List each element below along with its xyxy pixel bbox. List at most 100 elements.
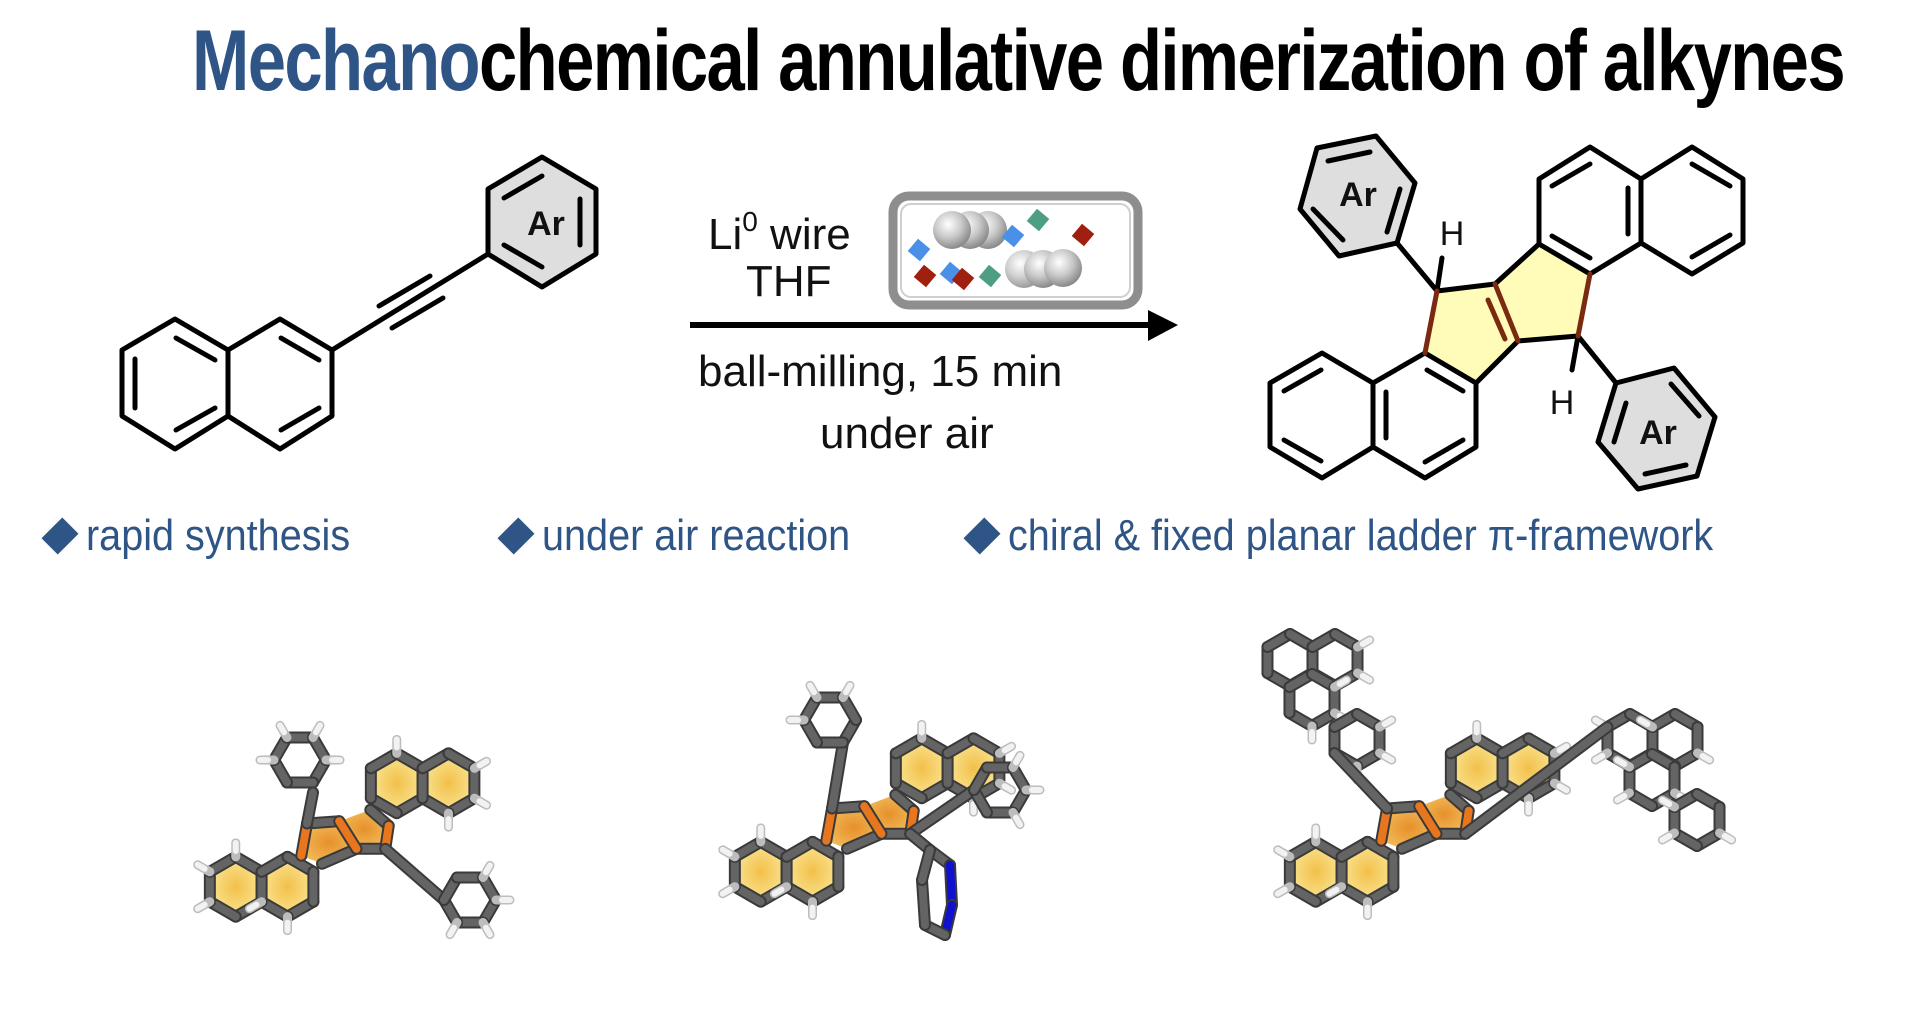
carbon-bond [1398, 829, 1441, 853]
ring-face [734, 841, 787, 902]
ring-face [370, 753, 423, 814]
hydrogen-bond [1659, 797, 1673, 807]
ch-ar-bond-top [1394, 240, 1440, 294]
feature-item: chiral & fixed planar ladder π-framework [963, 511, 1792, 561]
starting-material [119, 154, 599, 452]
condition-reagent: Li0 wire [708, 198, 851, 259]
hydrogen-bond [1001, 743, 1015, 754]
highlight-bond [860, 802, 886, 838]
hydrogen-bond [194, 861, 208, 872]
h-label-top: H [1440, 215, 1465, 253]
ar-label-start: Ar [527, 205, 565, 243]
diamond-bullet-icon [41, 517, 79, 555]
hydrogen-bond [1381, 753, 1395, 763]
highlight-bond-right [1575, 271, 1593, 339]
ring-face [261, 856, 314, 917]
hydrogen-bond [476, 758, 490, 769]
hydrogen-bond [277, 722, 287, 736]
ring-face [1450, 738, 1503, 799]
hydrogen-bond [1336, 677, 1350, 687]
condition-solvent: THF [746, 257, 832, 306]
carbon-bond [843, 829, 886, 853]
h-label-bottom: H [1550, 384, 1575, 422]
hydrogen-bond [807, 682, 817, 696]
hydrogen-bond [719, 886, 733, 897]
hydrogen-bond [1013, 752, 1023, 766]
hydrogen-bond [1556, 783, 1570, 794]
pyridyl-bond [918, 876, 929, 929]
crystal-structure-pyridyl [718, 680, 1045, 941]
alkyne-bond [329, 251, 491, 353]
crystal-structure-phenanthryl [1261, 628, 1737, 921]
product [1267, 133, 1746, 492]
hydrogen-bond [246, 901, 260, 912]
hydrogen-bond [1359, 637, 1373, 647]
pyridyl-bond [946, 861, 956, 909]
carbon-bond [1330, 749, 1392, 813]
highlight-bond-left [1422, 288, 1440, 356]
hydrogen-bond [483, 924, 493, 938]
feature-text: chiral & fixed planar ladder π-framework [1008, 511, 1714, 560]
hydrogen-bond [771, 886, 785, 897]
hydrogen-bond [447, 924, 457, 938]
hydrogen-bond [1381, 717, 1395, 727]
condition-atmosphere: under air [820, 409, 994, 458]
ring-face [895, 738, 948, 799]
hydrogen-bond [1699, 753, 1713, 763]
hydrogen-bond [1326, 886, 1340, 897]
crystal-structure-phenyl [193, 720, 515, 940]
feature-text: rapid synthesis [86, 511, 351, 560]
hydrogen-bond [1359, 673, 1373, 683]
ring-face [947, 738, 1000, 799]
hydrogen-bond [719, 846, 733, 857]
highlight-bond [335, 817, 361, 853]
hydrogen-bond [1637, 717, 1651, 727]
reagent-wire: wire [757, 210, 851, 259]
feature-list: rapid synthesis under air reaction chira… [41, 506, 1838, 566]
milling-balls-bottom [1005, 249, 1082, 288]
ring-face [422, 753, 475, 814]
feature-item: under air reaction [497, 511, 922, 561]
page-title: Mechanochemical annulative dimerization … [192, 6, 1846, 116]
feature-text: under air reaction [542, 511, 851, 560]
hydrogen-bond [843, 682, 853, 696]
ch-ar-bond-bottom [1575, 333, 1619, 386]
reaction-arrow [690, 310, 1178, 341]
ring-face [1341, 841, 1394, 902]
hydrogen-bond [1556, 743, 1570, 754]
title-rest: chemical annulative dimerization of alky… [478, 13, 1846, 109]
hydrogen-bond [483, 862, 493, 876]
carbon-bond [303, 788, 317, 828]
carbon-bond [1461, 723, 1612, 838]
carbon-bond [906, 786, 978, 838]
hydrogen-bond [1013, 814, 1023, 828]
condition-method: ball-milling, 15 min [698, 347, 1063, 396]
highlight-bond [1415, 802, 1441, 838]
diamond-bullet-icon [497, 517, 535, 555]
ring-face [1289, 841, 1342, 902]
milling-balls-top [933, 211, 1007, 249]
hydrogen-bond [1659, 833, 1673, 843]
hydrogen-bond [1592, 753, 1606, 763]
carbon-bond [381, 844, 448, 904]
reagent-particles [907, 208, 1095, 291]
hydrogen-bond [1614, 757, 1628, 767]
reagent-li: Li [708, 210, 743, 259]
title-accent: Mechano [192, 13, 481, 109]
hydrogen-bond [1274, 846, 1288, 857]
hydrogen-bond [476, 798, 490, 809]
hydrogen-bond [1001, 783, 1015, 794]
hydrogen-bond [194, 901, 208, 912]
hydrogen-bond [1274, 886, 1288, 897]
ring-face [786, 841, 839, 902]
diamond-bullet-icon [963, 517, 1001, 555]
ar-label-product-bottom: Ar [1639, 414, 1677, 452]
carbon-bond [318, 844, 361, 868]
ring-face [209, 856, 262, 917]
ar-label-product-top: Ar [1339, 176, 1377, 214]
ball-mill-jar-icon [888, 191, 1143, 310]
naphthalene-right-ring [225, 316, 335, 452]
reagent-oxidation-state: 0 [742, 206, 758, 237]
hydrogen-bond [313, 722, 323, 736]
